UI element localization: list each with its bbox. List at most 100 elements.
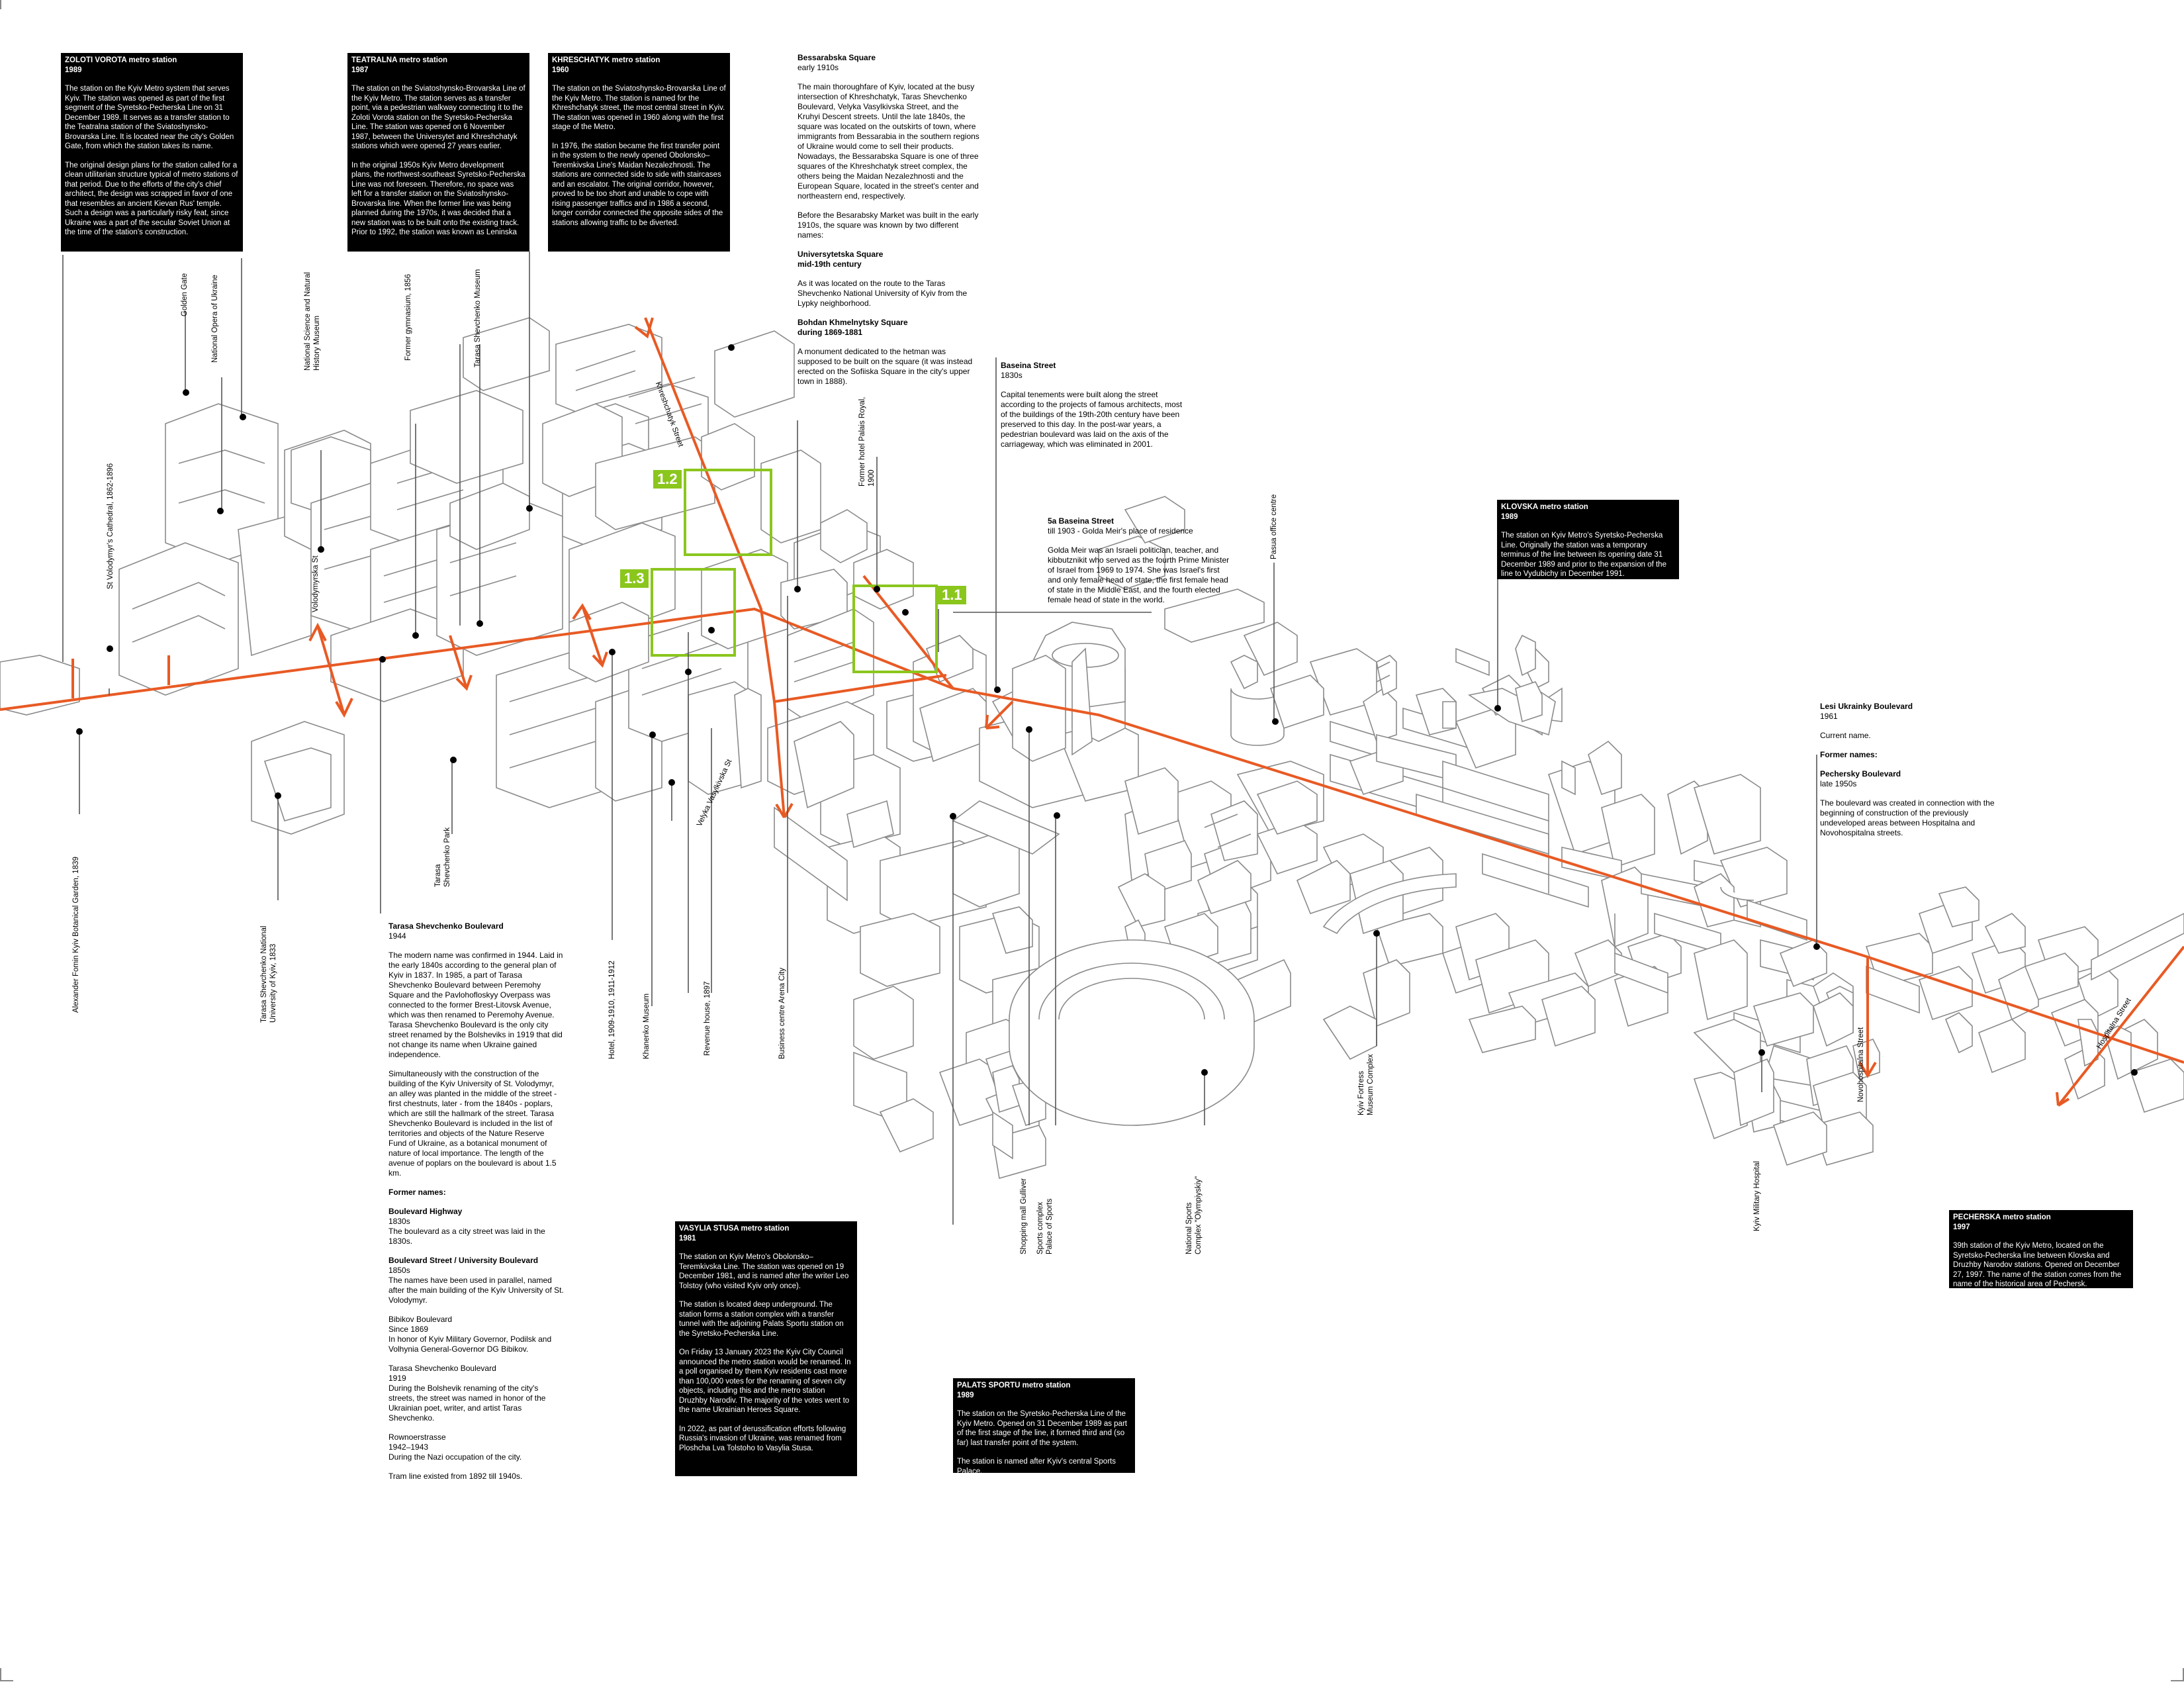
metro-box-palats-sportu: PALATS SPORTU metro station 1989 The sta… <box>953 1378 1135 1476</box>
label-hotel-1909: Hotel, 1909-1910, 1911-1912 <box>608 961 616 1059</box>
note-title: Baseina Street <box>1001 361 1056 370</box>
metro-paragraph: The station is named after Kyiv's centra… <box>957 1458 1116 1476</box>
metro-year: 1989 <box>65 66 82 74</box>
former-name-title: Bohdan Khmelnytsky Square <box>797 318 908 327</box>
former-name-text: During the Nazi occupation of the city. <box>388 1452 522 1462</box>
former-name-sub: 1850s <box>388 1266 410 1275</box>
former-name-text: The names have been used in parallel, na… <box>388 1276 564 1305</box>
corner-mark-bottom-left <box>0 1668 13 1681</box>
note-paragraph: Before the Besarabsky Market was built i… <box>797 211 979 240</box>
note-paragraph: Simultaneously with the construction of … <box>388 1069 557 1178</box>
metro-box-pecherska: PECHERSKA metro station 1997 39th statio… <box>1949 1210 2133 1288</box>
corner-mark-bottom-right <box>2171 1668 2184 1681</box>
zone-label-1-1: 1.1 <box>938 586 966 604</box>
metro-paragraph: 39th station of the Kyiv Metro, located … <box>1953 1242 2122 1288</box>
street-arrows <box>71 317 2070 1107</box>
zone-label-1-3: 1.3 <box>620 569 649 588</box>
metro-paragraph: The station is located deep underground.… <box>679 1301 844 1338</box>
note-sub: early 1910s <box>797 63 839 72</box>
metro-title: KHRESCHATYK metro station <box>552 56 660 64</box>
study-zones <box>651 469 938 673</box>
metro-year: 1981 <box>679 1234 696 1243</box>
note-bessarabska-square: Bessarabska Square early 1910s The main … <box>797 53 979 396</box>
metro-paragraph: In 2022, as part of derussification effo… <box>679 1425 846 1452</box>
former-names-heading: Former names: <box>388 1188 446 1197</box>
note-baseina-street: Baseina Street 1830s Capital tenements w… <box>1001 361 1183 459</box>
metro-year: 1989 <box>957 1391 974 1399</box>
label-military-hospital: Kyiv Military Hospital <box>1753 1160 1761 1231</box>
metro-title: ZOLOTI VOROTA metro station <box>65 56 177 64</box>
note-paragraph: The boulevard was created in connection … <box>1820 798 1995 837</box>
building-blocks <box>0 317 2184 1180</box>
note-title: Lesi Ukrainky Boulevard <box>1820 702 1913 711</box>
note-sub: 1944 <box>388 931 406 941</box>
label-kyiv-fortress: Kyiv Fortress Museum Complex <box>1357 1054 1375 1115</box>
former-names-heading: Former names: <box>1820 750 1878 759</box>
label-arena-city: Business centre Arena City <box>778 967 786 1059</box>
tram-note: Tram line existed from 1892 till 1940s. <box>388 1472 523 1481</box>
former-name-text: During the Bolshevik renaming of the cit… <box>388 1383 546 1423</box>
label-shevchenko-museum: Tarasa Shevchenko Museum <box>474 269 482 367</box>
label-shopping-mall-gulliver: Shopping mall Gulliver <box>1020 1178 1028 1254</box>
olympic-stadium <box>1009 939 1255 1126</box>
metro-box-klovska: KLOVSKA metro station 1989 The station o… <box>1497 500 1679 579</box>
former-name-title: Tarasa Shevchenko Boulevard <box>388 1364 496 1373</box>
note-paragraph: Golda Meir was an Israeli politician, te… <box>1048 545 1230 604</box>
former-name-text: A monument dedicated to the hetman was s… <box>797 347 973 386</box>
metro-paragraph: The station on Kyiv Metro's Obolonsko–Te… <box>679 1253 849 1290</box>
metro-title: TEATRALNA metro station <box>351 56 448 64</box>
street-lines <box>0 317 2184 1107</box>
former-name-text: In honor of Kyiv Military Governor, Podi… <box>388 1335 552 1354</box>
metro-year: 1989 <box>1501 512 1518 521</box>
former-name-sub: 1942–1943 <box>388 1442 429 1452</box>
metro-year: 1997 <box>1953 1223 1970 1231</box>
note-current: Current name. <box>1820 731 1871 740</box>
former-name-sub: late 1950s <box>1820 779 1857 788</box>
corner-mark-top-left <box>0 0 13 9</box>
former-name-text: As it was located on the route to the Ta… <box>797 279 968 308</box>
former-name-title: Boulevard Street / University Boulevard <box>388 1256 539 1265</box>
former-name-title: Universytetska Square <box>797 250 884 259</box>
metro-box-teatralna: TEATRALNA metro station 1987 The station… <box>347 53 529 252</box>
label-olympiyskiy: National Sports Complex "Olympiyskiy" <box>1185 1176 1203 1254</box>
metro-title: VASYLIA STUSA metro station <box>679 1225 790 1233</box>
leader-lines <box>62 252 1817 1225</box>
note-paragraph: The main thoroughfare of Kyiv, located a… <box>797 82 979 201</box>
label-revenue-house: Revenue house, 1897 <box>704 981 711 1056</box>
metro-title: PECHERSKA metro station <box>1953 1213 2051 1221</box>
label-national-science-museum: National Science and Natural History Mus… <box>304 272 321 371</box>
former-name-sub: during 1869-1881 <box>797 328 863 337</box>
metro-title: KLOVSKA metro station <box>1501 503 1588 511</box>
label-former-gymnasium: Former gymnasium, 1856 <box>404 273 412 361</box>
former-name-title: Bibikov Boulevard <box>388 1315 453 1324</box>
note-5a-baseina-street: 5a Baseina Street till 1903 - Golda Meir… <box>1048 516 1230 614</box>
note-sub: 1961 <box>1820 712 1838 721</box>
metro-box-zoloti-vorota: ZOLOTI VOROTA metro station 1989 The sta… <box>61 53 243 252</box>
metro-year: 1987 <box>351 66 369 74</box>
label-palais-royal: Former hotel Palais Royal, 1900 <box>858 397 876 487</box>
poi-dots <box>76 344 2138 1076</box>
metro-title: PALATS SPORTU metro station <box>957 1382 1071 1389</box>
note-sub: till 1903 - Golda Meir's place of reside… <box>1048 526 1193 536</box>
former-name-title: Boulevard Highway <box>388 1207 463 1216</box>
metro-year: 1960 <box>552 66 569 74</box>
note-paragraph: Capital tenements were built along the s… <box>1001 390 1183 449</box>
former-name-text: The boulevard as a city street was laid … <box>388 1227 545 1246</box>
metro-paragraph: The station on Kyiv Metro's Syretsko-Pec… <box>1501 532 1666 578</box>
note-tarasa-shevchenko-boulevard: Tarasa Shevchenko Boulevard 1944 The mod… <box>388 921 564 1491</box>
label-pasua-office: Pasua office centre <box>1270 494 1278 559</box>
note-title: 5a Baseina Street <box>1048 516 1115 526</box>
metro-box-vasylia-stusa: VASYLIA STUSA metro station 1981 The sta… <box>675 1221 857 1476</box>
label-khanenko-museum: Khanenko Museum <box>643 993 651 1059</box>
former-name-sub: 1830s <box>388 1217 410 1226</box>
label-st-volodymyr-cathedral: St Volodymyr's Cathedral, 1862-1896 <box>107 463 114 589</box>
note-sub: 1830s <box>1001 371 1023 380</box>
note-paragraph: The modern name was confirmed in 1944. L… <box>388 951 563 1059</box>
label-shevchenko-university: Tarasa Shevchenko National University of… <box>260 925 277 1023</box>
former-name-sub: mid-19th century <box>797 259 862 269</box>
metro-paragraph: In the original 1950s Kyiv Metro develop… <box>351 161 525 237</box>
label-novohospitalna-street: Novohospitalna Street <box>1857 1027 1865 1102</box>
metro-paragraph: In 1976, the station became the first tr… <box>552 142 723 227</box>
former-name-title: Pechersky Boulevard <box>1820 769 1901 778</box>
note-lesi-ukrainky-boulevard: Lesi Ukrainky Boulevard 1961 Current nam… <box>1820 702 2002 847</box>
